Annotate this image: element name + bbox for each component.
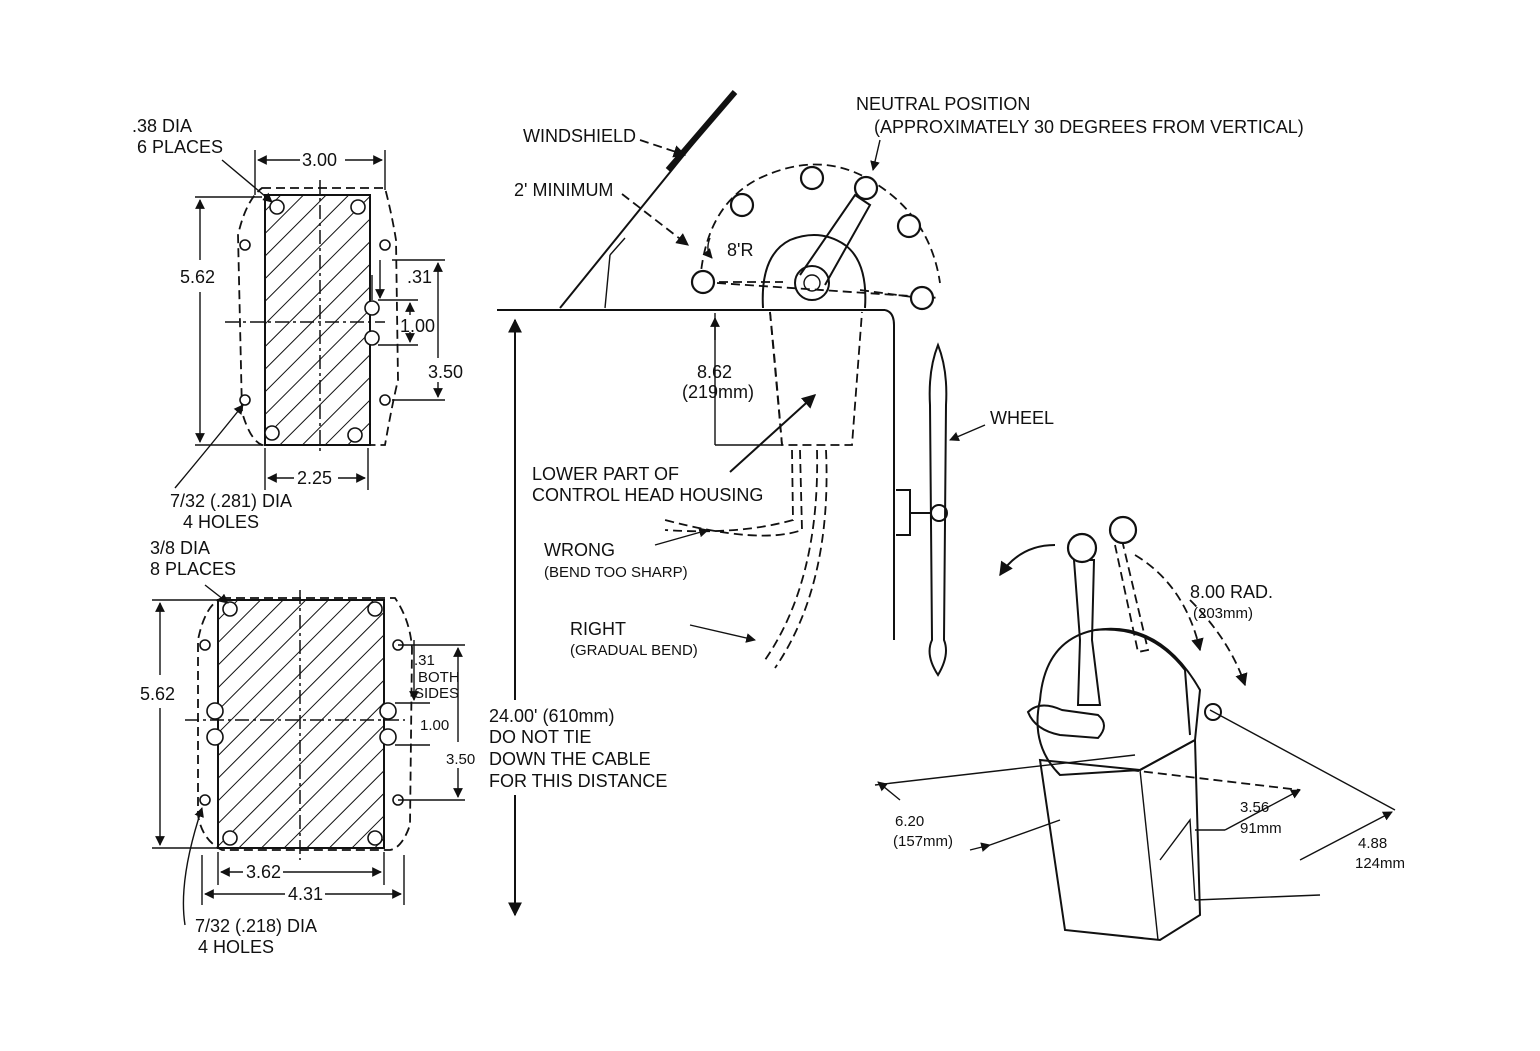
bottom-template-cutout [217, 599, 385, 849]
top-large-hole [364, 330, 380, 346]
control-head-housing [769, 311, 863, 446]
bottom-mounting-template: 3/8 DIA 8 PLACES 5.62 .31 BOTH SIDES 1.0… [140, 538, 475, 957]
top-spacing-dimension: 1.00 [400, 316, 435, 336]
cable-note-line2: DOWN THE CABLE [489, 749, 651, 769]
bottom-spacing-dimension: 1.00 [420, 717, 449, 734]
top-large-holes-count: 6 PLACES [137, 137, 223, 157]
top-large-hole [364, 300, 380, 316]
lever-position-knob [853, 175, 879, 201]
bottom-large-hole [379, 702, 397, 720]
lever-radius-dimension: 8.00 RAD. [1190, 582, 1273, 602]
bottom-inner-width-dimension: 3.62 [246, 862, 281, 882]
top-height-dimension: 5.62 [180, 267, 215, 287]
head-depth-dimension: 3.56 [1240, 799, 1269, 816]
lever-position-knob [896, 213, 922, 239]
cable-note-line1: DO NOT TIE [489, 727, 591, 747]
bottom-template-outline [197, 597, 413, 851]
top-small-hole [379, 394, 391, 406]
lever-position-knob [729, 192, 755, 218]
top-large-hole [350, 199, 366, 215]
bottom-height-dimension: 5.62 [140, 684, 175, 704]
head-width-dimension: 6.20 [895, 813, 924, 830]
top-large-hole [264, 425, 280, 441]
bottom-large-hole [206, 702, 224, 720]
top-small-hole [239, 239, 251, 251]
control-head-body [1036, 627, 1202, 777]
housing-depth-dimension: 8.62 [697, 362, 732, 382]
bottom-large-hole [206, 728, 224, 746]
head-length-mm: 124mm [1355, 855, 1405, 872]
top-small-hole [239, 394, 251, 406]
top-large-hole [347, 427, 363, 443]
bottom-offset-dimension: .31 [414, 652, 435, 669]
bottom-large-holes-label: 3/8 DIA [150, 538, 210, 558]
lever-position-knob [799, 165, 825, 191]
bottom-small-hole [199, 794, 211, 806]
control-lever-knob-alt [1108, 515, 1138, 545]
lever-radius-mm: (203mm) [1193, 605, 1253, 622]
top-mounting-template: .38 DIA 6 PLACES 3.00 5.62 .31 1.00 3.50… [132, 116, 463, 532]
bottom-large-hole [222, 830, 238, 846]
wheel-label: WHEEL [990, 408, 1054, 428]
wrong-bend-label: WRONG [544, 540, 615, 560]
minimum-distance-label: 2' MINIMUM [514, 180, 613, 200]
top-small-hole [379, 239, 391, 251]
top-offset-dimension: .31 [407, 267, 432, 287]
lower-part-label-line2: CONTROL HEAD HOUSING [532, 485, 763, 505]
bottom-large-hole [367, 601, 383, 617]
lower-part-label-line1: LOWER PART OF [532, 464, 679, 484]
control-head-top [761, 234, 867, 309]
cable-length-label: 24.00' (610mm) [489, 706, 615, 726]
bottom-large-hole [367, 830, 383, 846]
top-large-holes-label: .38 DIA [132, 116, 192, 136]
neutral-position-label: NEUTRAL POSITION [856, 94, 1030, 114]
bottom-large-holes-count: 8 PLACES [150, 559, 236, 579]
top-small-holes-count: 4 HOLES [183, 512, 259, 532]
head-length-dimension: 4.88 [1358, 835, 1387, 852]
bottom-both-label: BOTH [418, 669, 460, 686]
control-lever-knob [1066, 532, 1098, 564]
head-depth-mm: 91mm [1240, 820, 1282, 837]
top-small-holes-label: 7/32 (.281) DIA [170, 491, 292, 511]
top-side-span-dimension: 3.50 [428, 362, 463, 382]
bottom-large-hole [379, 728, 397, 746]
top-large-hole [269, 199, 285, 215]
bottom-small-holes-count: 4 HOLES [198, 937, 274, 957]
steering-wheel [896, 342, 986, 677]
bottom-small-hole [199, 639, 211, 651]
control-lever [1072, 559, 1102, 706]
head-width-mm: (157mm) [893, 833, 953, 850]
installation-side-view: NEUTRAL POSITION (APPROXIMATELY 30 DEGRE… [489, 90, 1304, 917]
lever-position-knob [690, 269, 716, 295]
wrong-bend-note: (BEND TOO SHARP) [544, 564, 688, 581]
bottom-large-hole [222, 601, 238, 617]
housing-depth-mm: (219mm) [682, 382, 754, 402]
bottom-sides-label: SIDES [414, 685, 459, 702]
cable-note-line3: FOR THIS DISTANCE [489, 771, 667, 791]
bottom-outer-width-dimension: 4.31 [288, 884, 323, 904]
right-bend-note: (GRADUAL BEND) [570, 642, 698, 659]
lever-position-knob [909, 285, 935, 311]
top-template-outline [237, 187, 399, 446]
top-template-cutout [264, 194, 371, 446]
right-bend-label: RIGHT [570, 619, 626, 639]
windshield-label: WINDSHIELD [523, 126, 636, 146]
bottom-side-span-dimension: 3.50 [446, 751, 475, 768]
control-head-perspective: 8.00 RAD. (203mm) 6.20 (157mm) 3.56 91mm… [874, 515, 1405, 942]
top-bottom-width-dimension: 2.25 [297, 468, 332, 488]
top-width-dimension: 3.00 [302, 150, 337, 170]
lever-radius-label: 8'R [727, 240, 753, 260]
control-head-lower-housing [1038, 738, 1202, 942]
bottom-small-holes-label: 7/32 (.218) DIA [195, 916, 317, 936]
neutral-position-note: (APPROXIMATELY 30 DEGREES FROM VERTICAL) [874, 117, 1304, 137]
